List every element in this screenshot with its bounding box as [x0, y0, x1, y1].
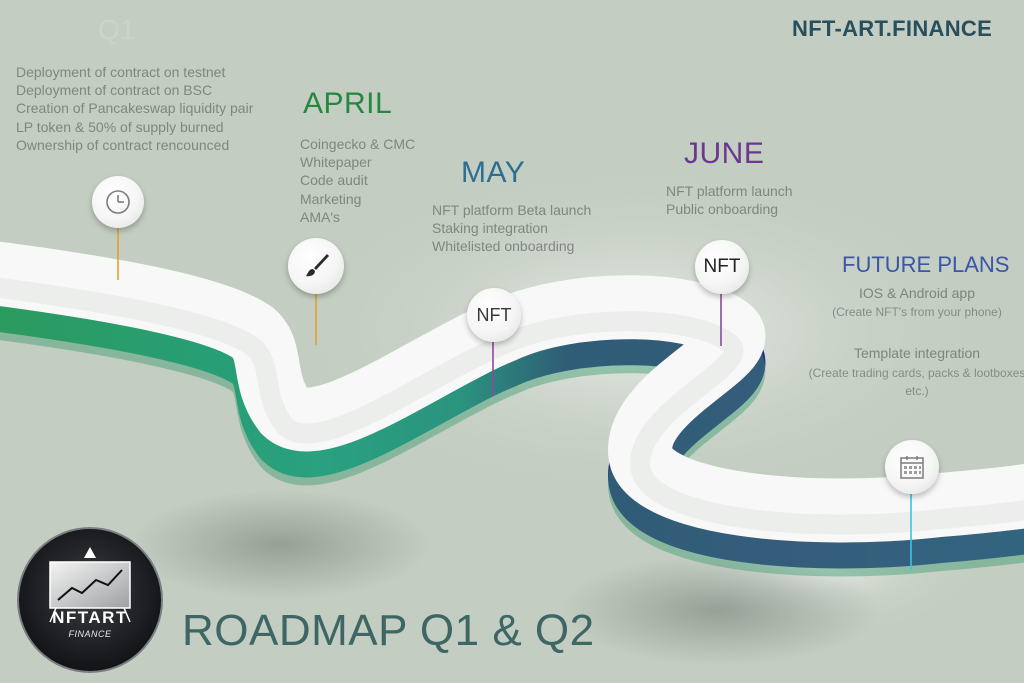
future-item-app-detail: (Create NFT's from your phone)	[832, 305, 1002, 319]
list-item: NFT platform Beta launch	[432, 202, 592, 218]
april-list: Coingecko & CMC Whitepaper Code audit Ma…	[300, 135, 415, 226]
list-item: Deployment of contract on testnet	[16, 64, 226, 80]
may-list: NFT platform Beta launch Staking integra…	[432, 201, 591, 256]
list-item: AMA's	[300, 208, 341, 225]
list-item: LP token & 50% of supply burned	[16, 118, 224, 135]
list-item: Whitelisted onboarding	[432, 238, 575, 255]
list-item: Creation of Pancakeswap liquidity pair	[16, 100, 254, 117]
may-title: MAY	[461, 156, 526, 189]
road-top-surface	[0, 241, 1024, 543]
april-title: APRIL	[303, 87, 393, 120]
paintbrush-icon-marker	[288, 238, 344, 294]
future-item-template: Template integration	[853, 345, 981, 361]
list-item: Deployment of contract on BSC	[16, 82, 213, 99]
list-item: Code audit	[300, 172, 368, 189]
list-item: NFT platform launch	[666, 183, 793, 199]
list-item: Staking integration	[432, 220, 548, 237]
may-nft-marker: NFT	[467, 288, 521, 342]
paintbrush-icon	[306, 254, 329, 277]
june-list: NFT platform launch Public onboarding	[666, 182, 793, 218]
future-plans-title: FUTURE PLANS	[842, 252, 1010, 277]
list-item: Marketing	[300, 190, 362, 207]
list-item: Coingecko & CMC	[300, 136, 416, 152]
q1-list: Deployment of contract on testnet Deploy…	[16, 63, 253, 154]
list-item: Whitepaper	[300, 154, 372, 171]
june-nft-label: NFT	[703, 256, 741, 277]
list-item: Public onboarding	[666, 201, 779, 218]
june-nft-marker: NFT	[695, 240, 749, 294]
road-surface-shade	[0, 277, 1024, 535]
clock-icon-marker	[92, 176, 144, 228]
brand-name: NFT-ART.FINANCE	[792, 16, 993, 41]
may-nft-label: NFT	[476, 304, 512, 325]
logo-subtitle: FINANCE	[68, 629, 112, 639]
calendar-icon	[900, 456, 924, 479]
clock-icon	[106, 190, 130, 214]
nftart-logo	[17, 527, 163, 673]
list-item: Ownership of contract rencounced	[16, 136, 230, 153]
june-title: JUNE	[684, 137, 765, 170]
future-item-template-detail: (Create trading cards, packs & lootboxes…	[808, 366, 1024, 398]
future-item-app: IOS & Android app	[859, 285, 975, 301]
roadmap-title: ROADMAP Q1 & Q2	[182, 606, 595, 655]
calendar-icon-marker	[885, 440, 939, 494]
logo-wordmark: NFTART	[52, 608, 128, 627]
q1-title: Q1	[98, 14, 136, 45]
